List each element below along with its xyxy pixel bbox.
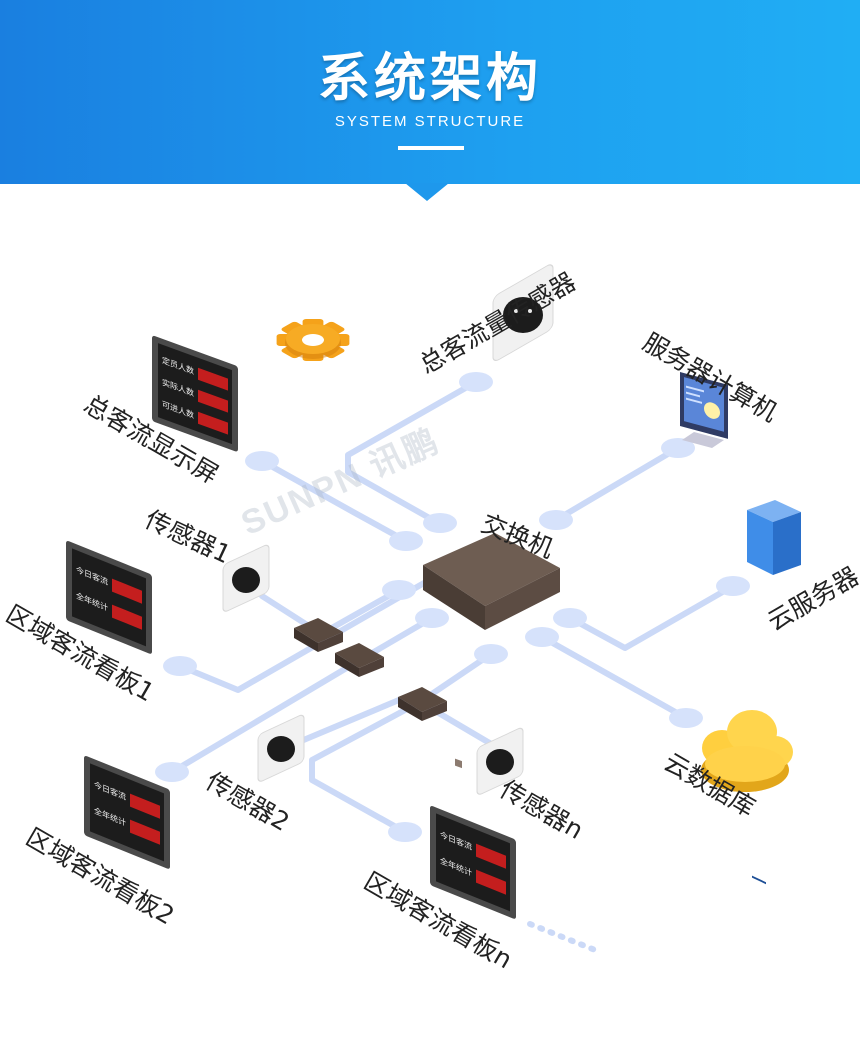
switch-device (423, 533, 560, 769)
dot-switch-g (525, 627, 559, 647)
line-cloud-db (539, 634, 689, 721)
computer-monitor-icon (680, 372, 728, 448)
line-total-sensor (345, 379, 479, 527)
dot-switch-c (389, 531, 423, 551)
hub-1 (294, 618, 343, 652)
cloud-server-icon (747, 500, 801, 885)
dot-total-display (245, 451, 279, 471)
dot-cloud-server (716, 576, 750, 596)
dot-board-2 (155, 762, 189, 782)
dot-switch-a (423, 513, 457, 533)
dot-total-sensor (459, 372, 493, 392)
dot-cloud-db (669, 708, 703, 728)
sensor-1-lens (232, 567, 260, 593)
line-sensor1 (259, 593, 315, 631)
title-underline (398, 146, 464, 150)
gear-icon (276, 319, 350, 361)
hub-2 (335, 643, 384, 677)
architecture-diagram: 定员人数 实际人数 可进人数 (66, 264, 801, 953)
sensor-n-lens (486, 749, 514, 775)
line-board-n (309, 699, 423, 835)
hub-3 (398, 687, 447, 721)
total-display-board: 定员人数 实际人数 可进人数 (152, 335, 238, 452)
zone-board-n: 今日客流 全年统计 (430, 805, 516, 919)
sensor-2-lens (267, 736, 295, 762)
line-server-computer (553, 445, 681, 523)
zone-board-2: 今日客流 全年统计 (84, 755, 170, 869)
line-trail (527, 921, 598, 953)
dot-board-n (388, 822, 422, 842)
dot-hub3 (474, 644, 508, 664)
zone-board-1: 今日客流 全年统计 (66, 540, 152, 654)
dot-switch-f (553, 608, 587, 628)
total-sensor-lens (503, 297, 543, 333)
line-cloud-server (567, 583, 736, 651)
banner-pointer (405, 183, 449, 201)
cloud-database-icon (701, 710, 793, 792)
line-board1 (177, 580, 427, 693)
header-banner (0, 0, 860, 184)
dot-switch-e (415, 608, 449, 628)
dot-board-1 (163, 656, 197, 676)
connector-dots (155, 372, 750, 842)
line-total-display (259, 458, 409, 544)
dot-server-computer (661, 438, 695, 458)
page-subtitle: SYSTEM STRUCTURE (334, 113, 526, 130)
page-title: 系统架构 (317, 49, 542, 109)
dot-switch-d (382, 580, 416, 600)
dot-switch-b (539, 510, 573, 530)
line-board2 (169, 660, 358, 775)
